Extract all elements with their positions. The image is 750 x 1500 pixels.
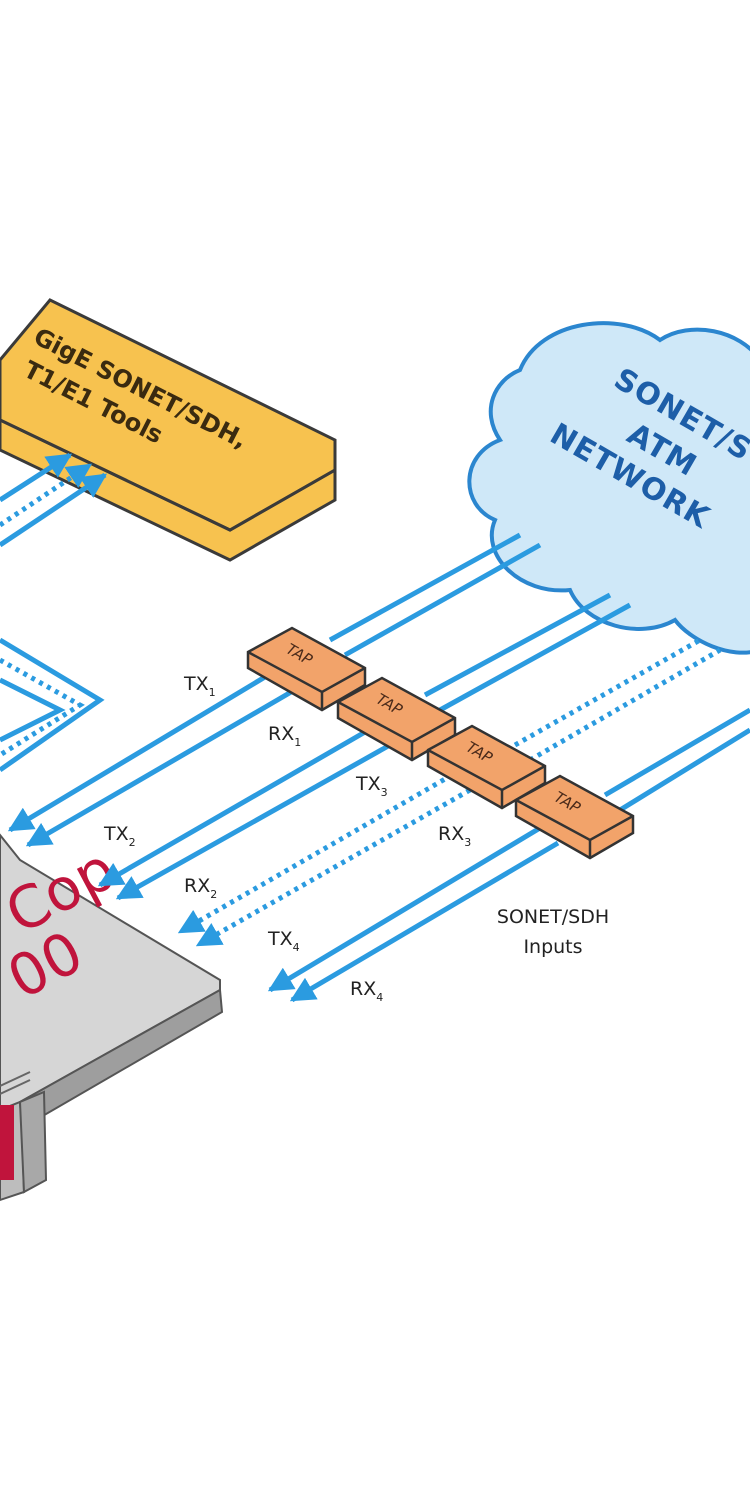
signal-label-rx1: RX1 [268,723,301,749]
signal-label-tx4: TX4 [267,928,300,954]
signal-labels: TX1 RX1 TX2 RX2 TX3 RX3 TX4 RX4 [103,673,471,1004]
signal-label-rx3: RX3 [438,823,471,849]
inputs-caption-line1: SONET/SDH [497,906,609,928]
tap-4: TAP [514,774,635,860]
network-links [328,532,750,813]
signal-label-tx1: TX1 [183,673,216,699]
network-cloud: SONET/S ATM NETWORK [467,321,750,655]
loop-links [0,637,105,773]
appliance-front-panel [0,1105,14,1180]
signal-label-rx4: RX4 [350,978,383,1004]
tap-1: TAP [246,626,367,712]
inputs-caption-line2: Inputs [523,936,582,958]
tools-box: GigE SONET/SDH, T1/E1 Tools [0,298,337,562]
inputs-caption: SONET/SDH Inputs [497,906,609,958]
signal-label-tx2: TX2 [103,823,136,849]
tool-links [0,452,108,548]
monitor-links [7,665,560,1003]
signal-label-rx2: RX2 [184,875,217,901]
signal-label-tx3: TX3 [355,773,388,799]
